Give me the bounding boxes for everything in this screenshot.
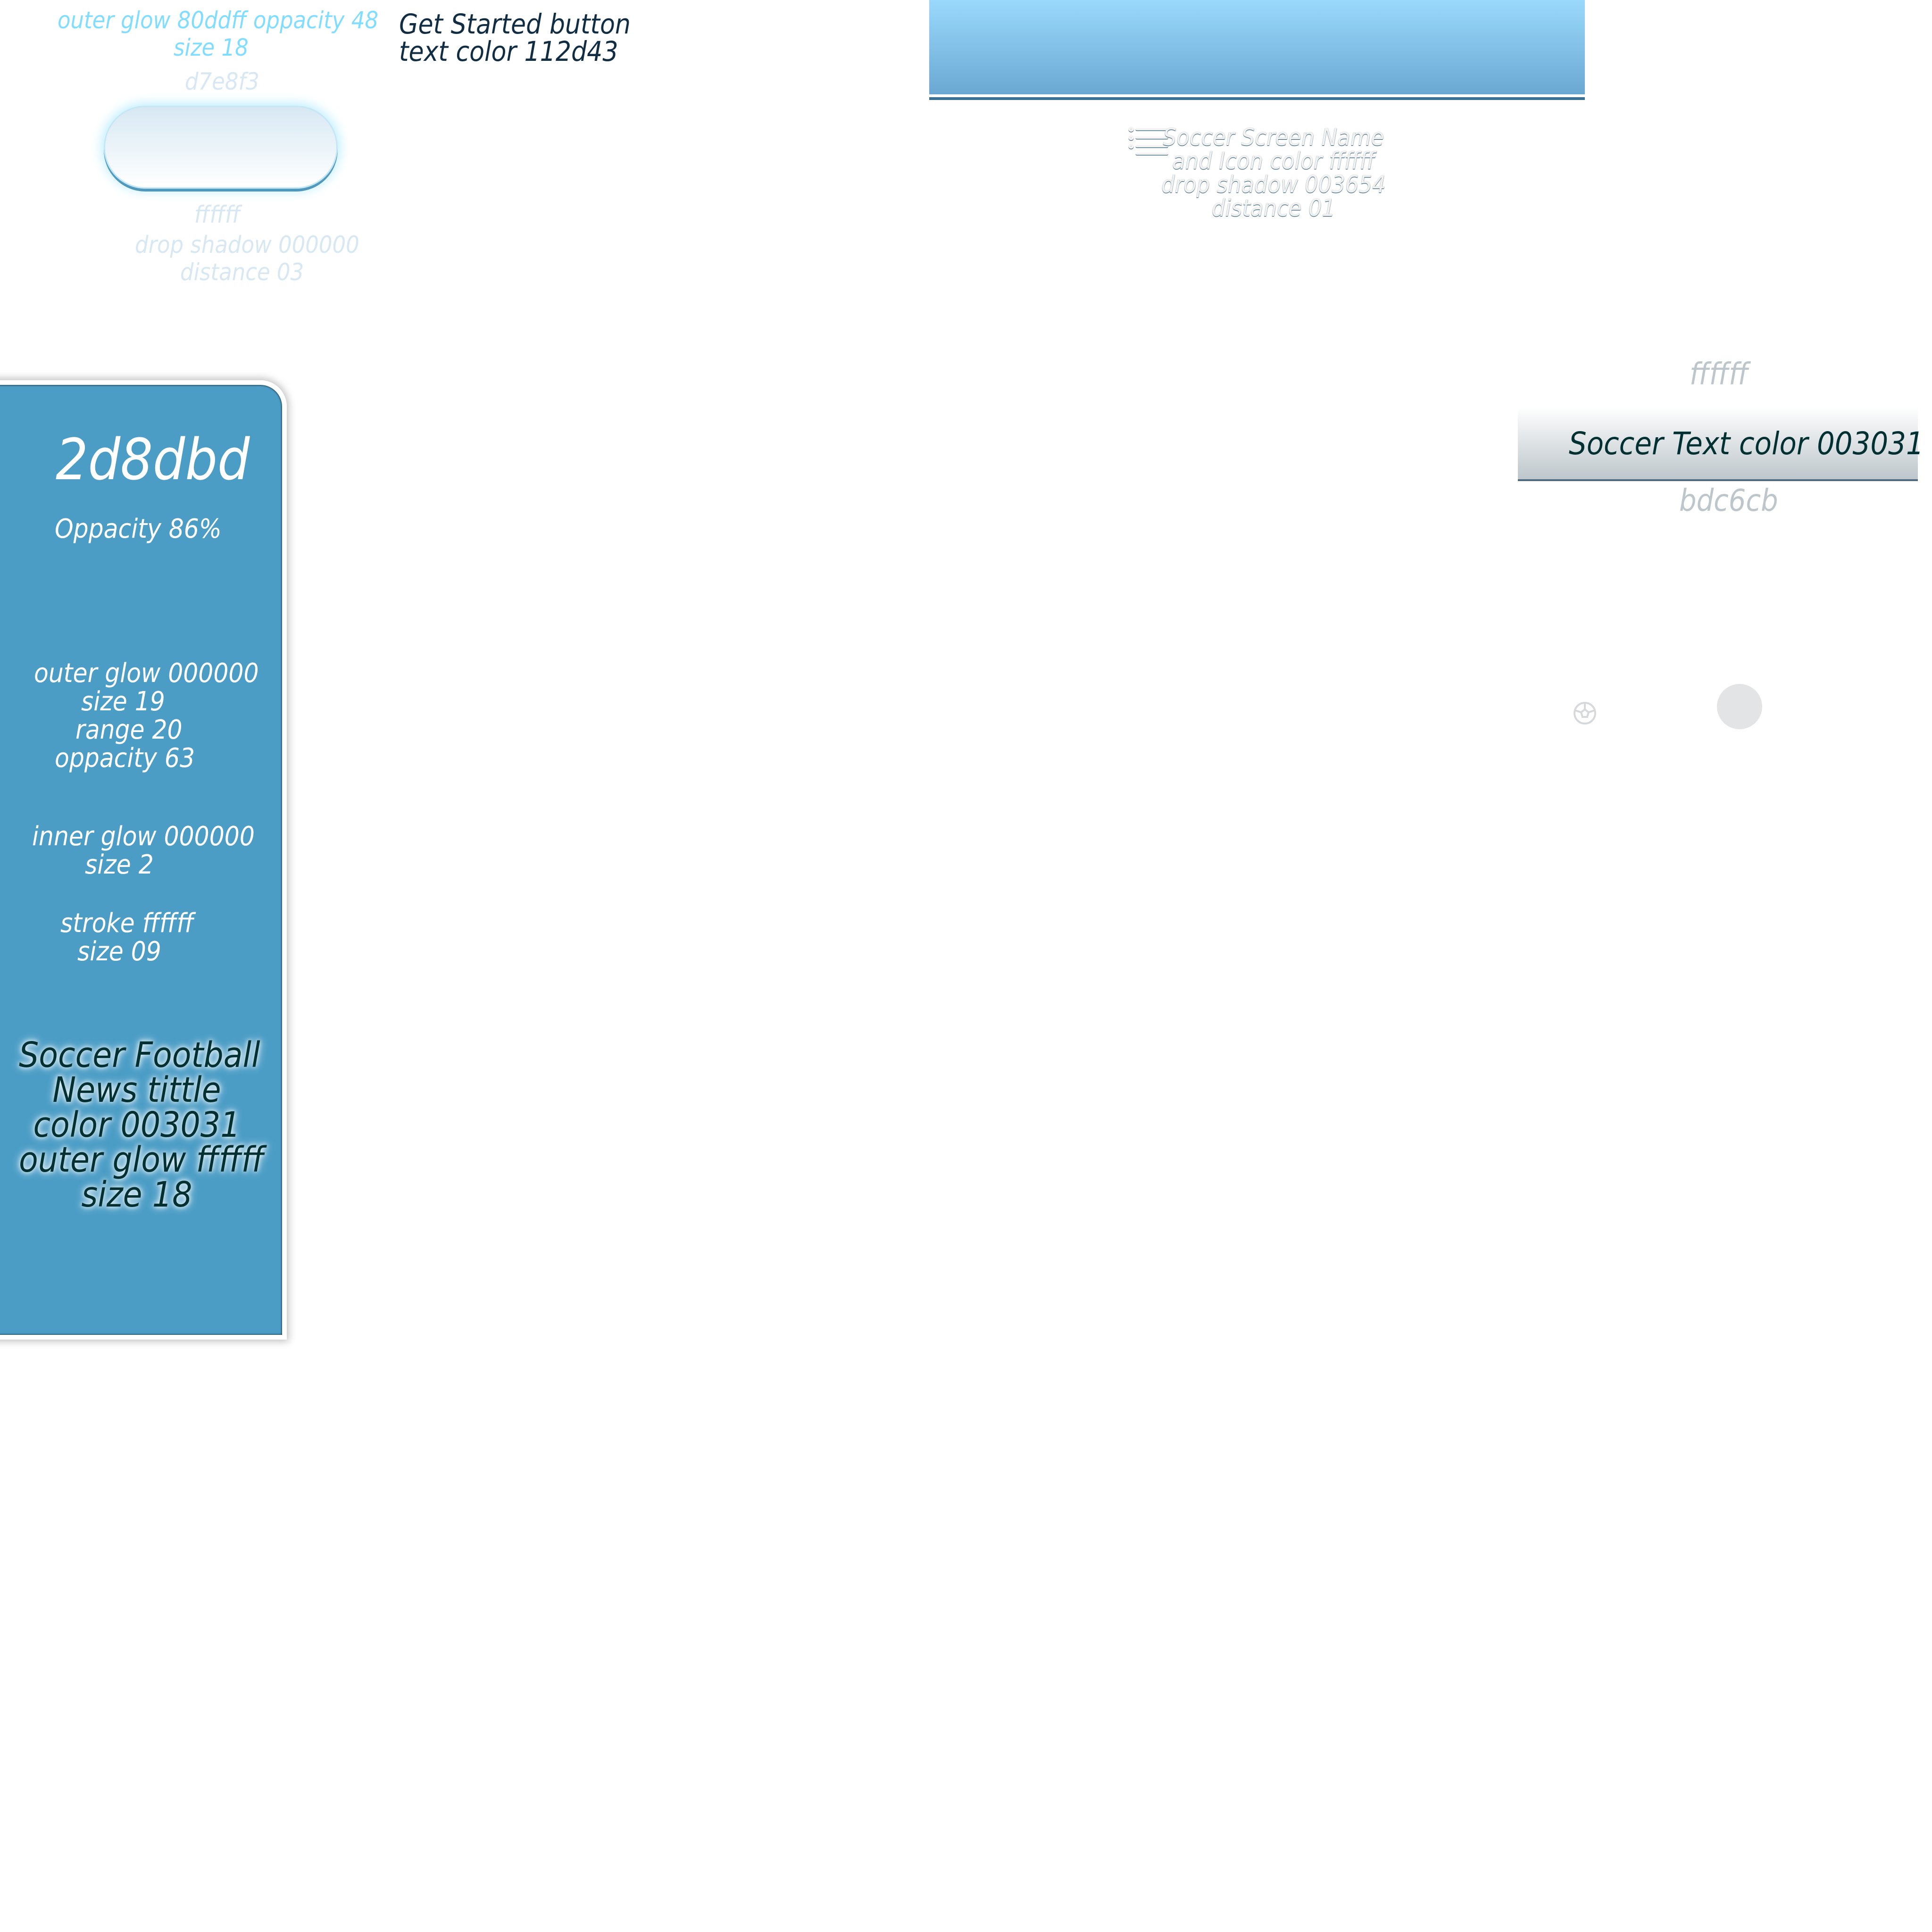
get-started-note-line2: text color 112d43 xyxy=(399,35,618,67)
panel-stroke-size-note: size 09 xyxy=(77,936,161,967)
header-note-line4: distance 01 xyxy=(1211,194,1336,222)
header-note-line1: Soccer Screen Name xyxy=(1163,124,1384,151)
panel-stroke-note: stroke ffffff xyxy=(60,908,194,939)
button-fill-top-note: d7e8f3 xyxy=(185,68,259,95)
header-note-line2: and Icon color ffffff xyxy=(1172,147,1375,175)
button-fill-bottom-note: ffffff xyxy=(194,201,241,228)
news-title-note: Soccer Football News tittle color 003031… xyxy=(19,1035,264,1215)
get-started-button-sample[interactable] xyxy=(104,106,338,189)
text-bar-label: Soccer Text color 003031 xyxy=(1569,425,1924,462)
panel-inner-glow-note: inner glow 000000 xyxy=(32,821,255,852)
get-started-note-line1: Get Started button xyxy=(399,8,631,40)
button-glow-size-note: size 18 xyxy=(174,34,249,61)
panel-inner-size-note: size 2 xyxy=(85,849,154,880)
news-title-line3: color 003031 xyxy=(33,1105,241,1145)
header-note-line3: drop shadow 003654 xyxy=(1161,171,1386,198)
header-note: Soccer Screen Name and Icon color ffffff… xyxy=(1151,125,1396,220)
side-panel-sample xyxy=(0,380,287,1340)
panel-outer-range-note: range 20 xyxy=(75,715,183,745)
list-icon xyxy=(1127,125,1170,158)
text-bar-bottom-color: bdc6cb xyxy=(1679,483,1778,518)
panel-opacity-note: Oppacity 86% xyxy=(55,514,222,544)
button-distance-note: distance 03 xyxy=(180,258,304,286)
header-bar-sample xyxy=(929,0,1585,97)
button-shadow-note: drop shadow 000000 xyxy=(135,231,359,258)
button-glow-note: outer glow 80ddff oppacity 48 xyxy=(58,7,379,34)
get-started-note: Get Started button text color 112d43 xyxy=(399,8,631,67)
placeholder-circle xyxy=(1717,684,1762,729)
news-title-line1: Soccer Football xyxy=(19,1035,260,1075)
news-title-line4: outer glow ffffff xyxy=(19,1140,264,1180)
text-bar-sample: Soccer Text color 003031 xyxy=(1518,407,1924,481)
panel-outer-opacity-note: oppacity 63 xyxy=(55,743,195,774)
soccer-ball-icon xyxy=(1571,698,1599,726)
news-title-line2: News tittle xyxy=(52,1070,221,1110)
panel-color-value: 2d8dbd xyxy=(56,427,250,493)
panel-outer-size-note: size 19 xyxy=(81,686,165,717)
panel-outer-glow-note: outer glow 000000 xyxy=(34,658,259,689)
text-bar-top-color: ffffff xyxy=(1690,357,1749,392)
news-title-line5: size 18 xyxy=(81,1174,192,1215)
